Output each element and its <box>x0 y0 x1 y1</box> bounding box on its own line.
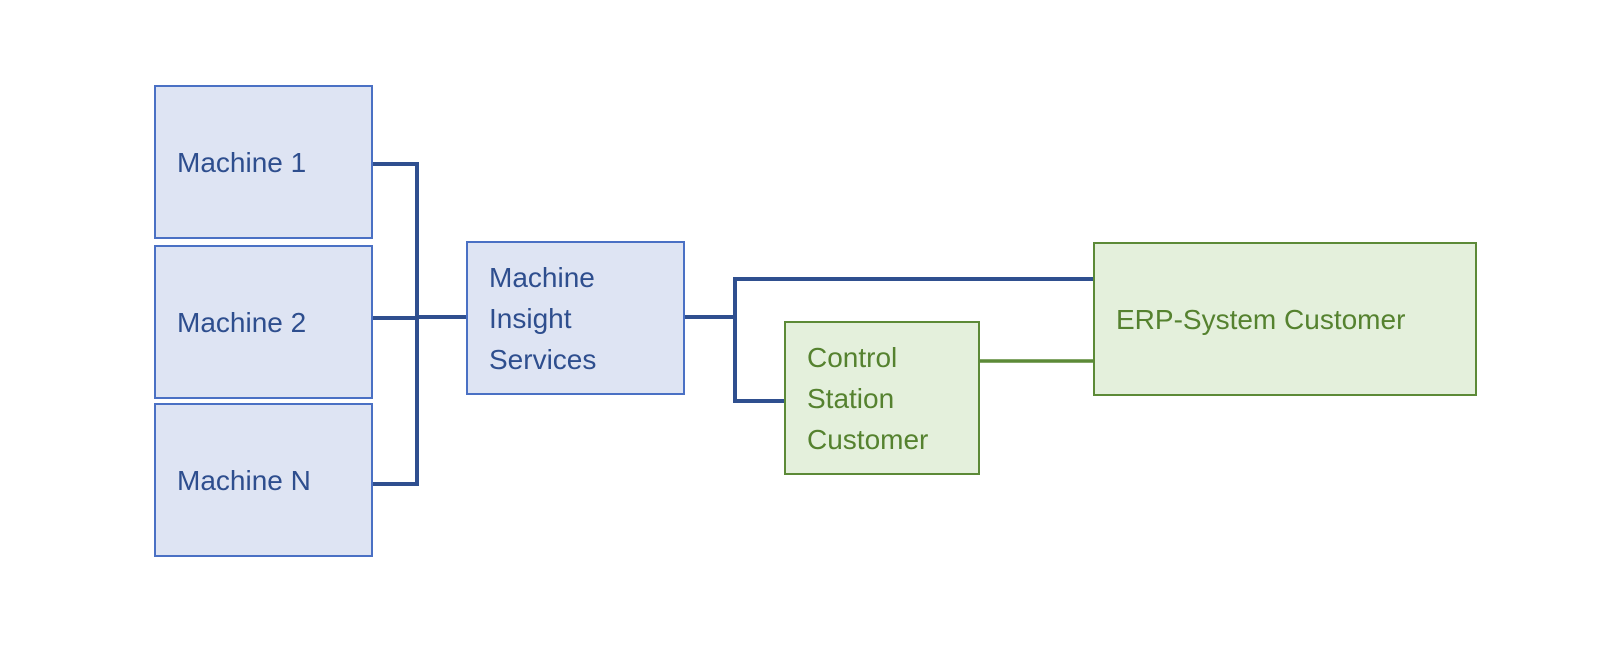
node-control-station-customer-line-3: Customer <box>807 423 929 455</box>
node-control-station-customer: Control Station Customer <box>784 321 980 475</box>
node-machine-2: Machine 2 <box>154 245 373 399</box>
node-machine-insight-services-line-2: Insight <box>489 302 572 334</box>
node-control-station-customer-text: Control Station Customer <box>807 337 928 460</box>
node-machine-insight-services: Machine Insight Services <box>466 241 685 395</box>
node-machine-n-label: Machine N <box>177 464 311 496</box>
node-machine-insight-services-line-3: Services <box>489 343 597 375</box>
node-machine-insight-services-text: Machine Insight Services <box>489 257 596 380</box>
node-machine-1: Machine 1 <box>154 85 373 239</box>
node-machine-2-label: Machine 2 <box>177 306 307 338</box>
node-machine-1-label: Machine 1 <box>177 146 307 178</box>
node-machine-insight-services-line-1: Machine <box>489 261 595 293</box>
node-control-station-customer-line-2: Station <box>807 382 895 414</box>
node-machine-n: Machine N <box>154 403 373 557</box>
node-control-station-customer-line-1: Control <box>807 341 898 373</box>
node-erp-system-customer: ERP-System Customer <box>1093 242 1477 396</box>
node-erp-system-customer-label: ERP-System Customer <box>1116 303 1406 335</box>
